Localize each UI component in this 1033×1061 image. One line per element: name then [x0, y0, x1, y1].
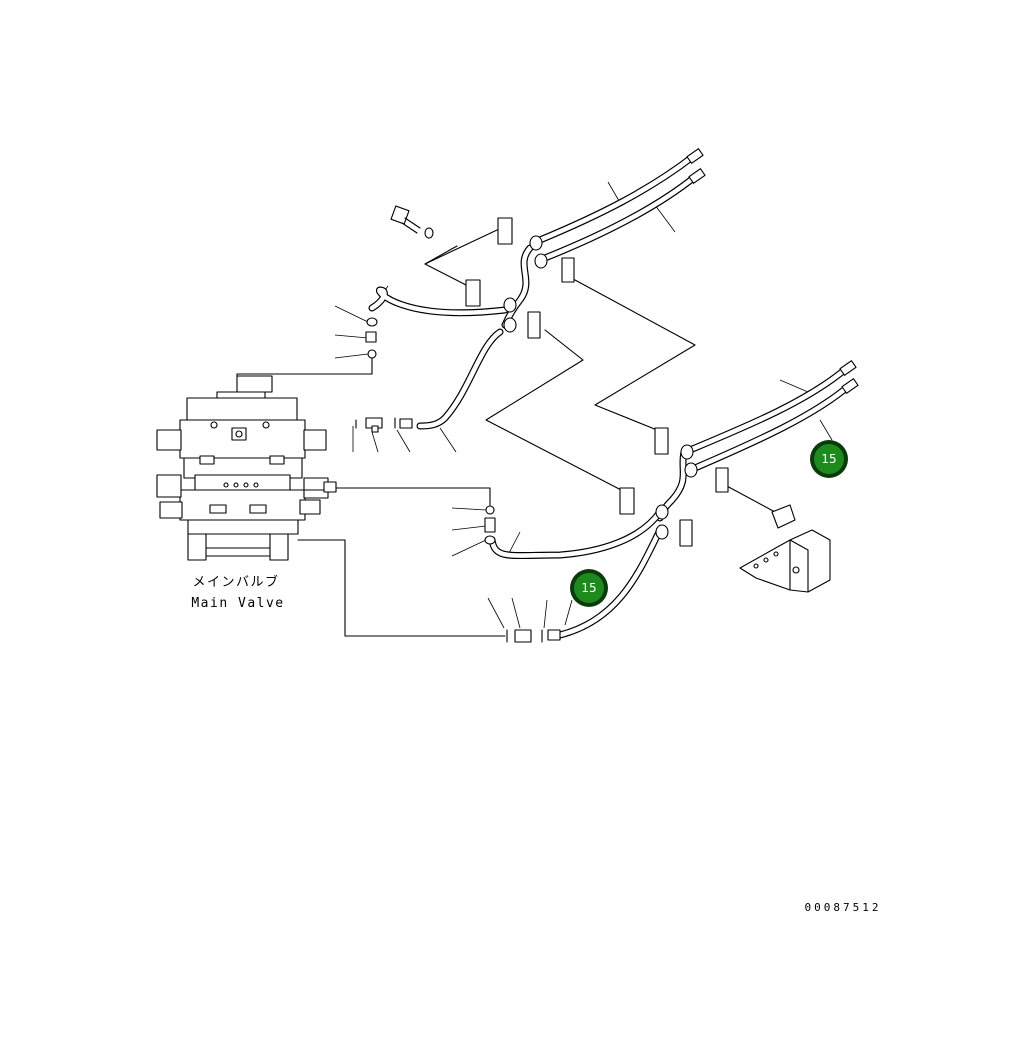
main-valve-label-en: Main Valve [191, 596, 284, 611]
callout-number: 15 [581, 581, 596, 595]
connection-lines [236, 229, 776, 637]
callout-number: 15 [821, 452, 836, 466]
callout-badge-bottom[interactable]: 15 [570, 569, 608, 607]
main-valve-assembly [156, 375, 337, 561]
drawing-number: 00087512 [805, 901, 882, 914]
fittings-and-clamps [355, 148, 859, 643]
mounting-bracket [739, 504, 831, 593]
hose-lines [368, 151, 854, 639]
main-valve-label-jp: メインバルブ [192, 574, 279, 590]
callout-badge-right[interactable]: 15 [810, 440, 848, 478]
